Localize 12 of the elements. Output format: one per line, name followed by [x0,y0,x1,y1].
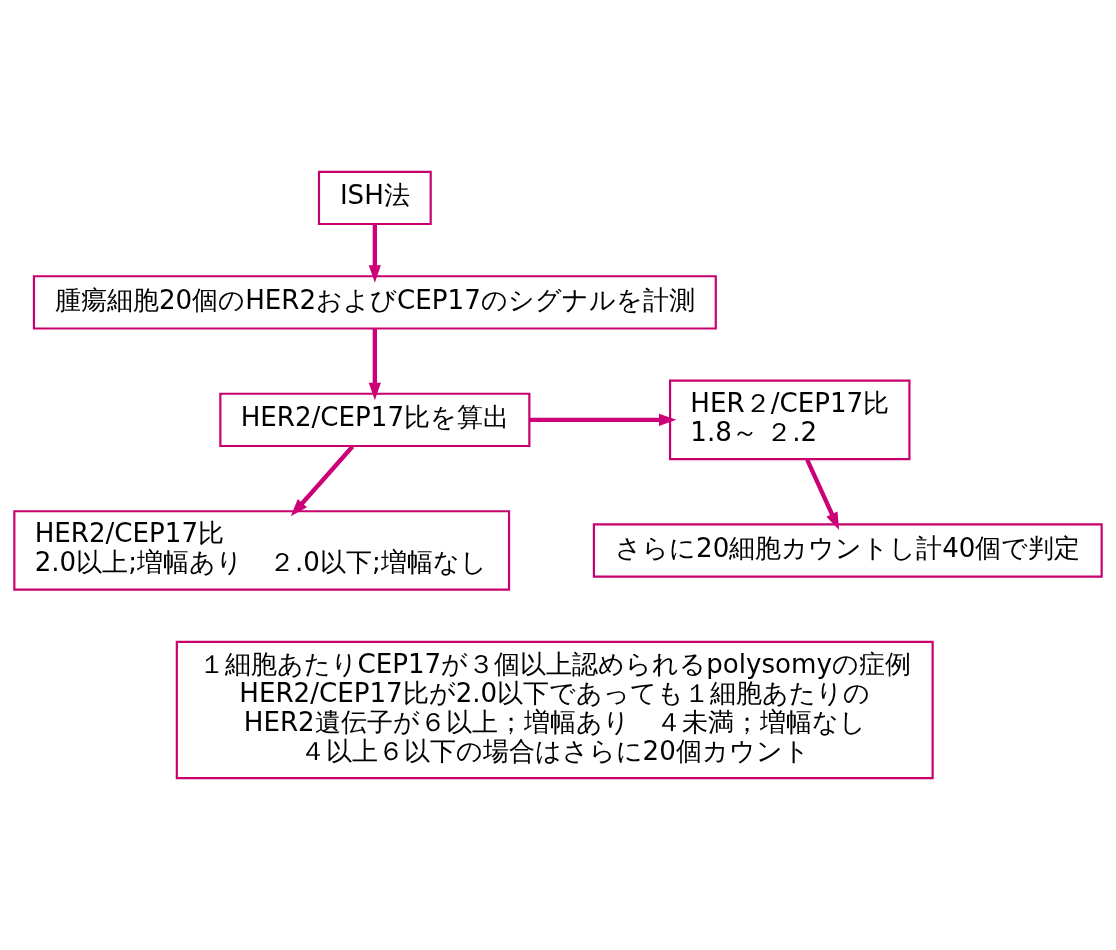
arrow [529,413,677,426]
node-box: ISH法 [317,170,432,226]
node-box: さらに20細胞カウントし計40個で判定 [592,523,1103,578]
arrow [805,458,840,530]
node-box: HER2/CEP17比を算出 [219,392,531,448]
arrow [368,224,381,283]
arrow [368,328,381,401]
node-box: HER2/CEP17比 2.0以上;増幅あり ２.0以下;増幅なし [13,510,511,591]
node-box: １細胞あたりCEP17が３個以上認められるpolysomyの症例 HER2/CEP17比が2.0以下であっても１細胞あたりの HER2遺伝子が６以上；増幅あり ４未満；増幅なし ４以上６以下の場合はさらに20個カウント [175,640,934,780]
arrow [290,445,355,517]
node-box: 腫瘍細胞20個のHER2およびCEP17のシグナルを計測 [32,275,717,330]
node-box: HER２/CEP17比 1.8～ ２.2 [669,379,911,461]
